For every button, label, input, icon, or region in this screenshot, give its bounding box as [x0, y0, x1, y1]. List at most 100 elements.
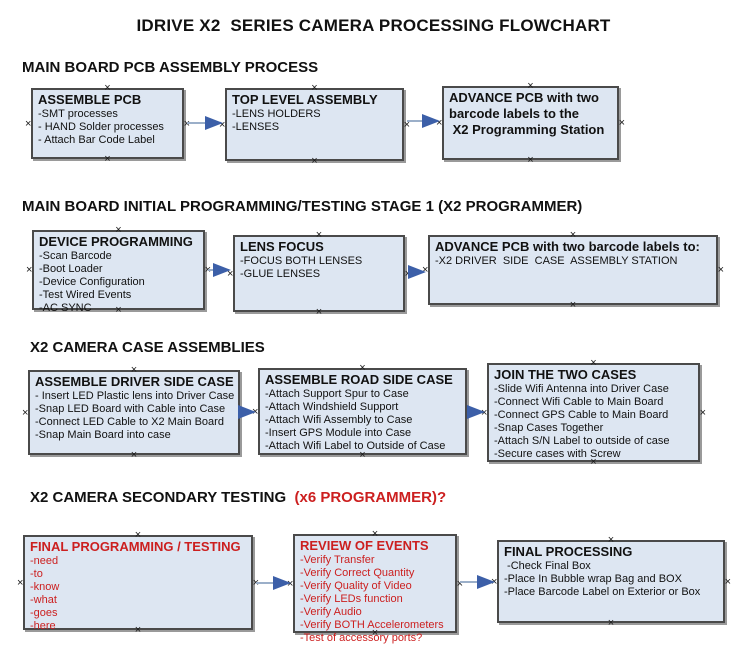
box-item-list: -Verify Transfer-Verify Correct Quantity… — [300, 554, 451, 645]
box-item: -goes — [30, 607, 58, 619]
flow-box-final-processing: FINAL PROCESSING -Check Final Box-Place … — [491, 535, 731, 629]
box-item-list: -Scan Barcode-Boot Loader-Device Configu… — [39, 250, 199, 315]
box-title: ASSEMBLE PCB — [38, 92, 142, 107]
connector-handle-icon: × — [22, 406, 29, 419]
box-item: -Verify Audio — [300, 606, 362, 618]
connector-handle-icon: × — [252, 576, 259, 589]
connector-handle-icon: × — [17, 576, 24, 589]
box-item: -LENS HOLDERS — [232, 108, 321, 120]
box-item: -Snap Main Board into case — [35, 429, 171, 441]
box-title: ADVANCE PCB with two barcode labels to: — [435, 239, 700, 254]
box-item-list: -Attach Support Spur to Case-Attach Wind… — [265, 388, 461, 453]
box-item-list: -LENS HOLDERS-LENSES — [232, 108, 398, 134]
box-title: DEVICE PROGRAMMING — [39, 234, 193, 249]
box-item: -Connect LED Cable to X2 Main Board — [35, 416, 224, 428]
box-item: -here — [30, 620, 56, 632]
box-item-list: -SMT processes- HAND Solder processes- A… — [38, 108, 178, 147]
box-item: -Verify Quality of Video — [300, 580, 412, 592]
flow-box-lens-focus: LENS FOCUS -FOCUS BOTH LENSES-GLUE LENSE… — [227, 230, 411, 318]
flow-box-review-of-events: REVIEW OF EVENTS -Verify Transfer-Verify… — [287, 529, 463, 645]
flow-box-join-the-two-cases: JOIN THE TWO CASES -Slide Wifi Antenna i… — [481, 358, 706, 468]
box-title: LENS FOCUS — [240, 239, 324, 254]
box-item: -what — [30, 594, 57, 606]
box-title: TOP LEVEL ASSEMBLY — [232, 92, 378, 107]
connector-handle-icon: × — [404, 267, 411, 280]
box-item: -Verify Transfer — [300, 554, 375, 566]
box-title: REVIEW OF EVENTS — [300, 538, 429, 553]
box-title: FINAL PROCESSING — [504, 544, 633, 559]
box-item: -Snap Cases Together — [494, 422, 604, 434]
box-item: -Place Barcode Label on Exterior or Box — [504, 586, 701, 598]
box-item: -Place In Bubble wrap Bag and BOX — [504, 573, 682, 585]
connector-handle-icon: × — [130, 364, 138, 376]
connector-handle-icon: × — [699, 406, 706, 419]
flow-box-advance-pcb-driver-side-station: ADVANCE PCB with two barcode labels to: … — [422, 230, 724, 311]
connector-handle-icon: × — [252, 405, 259, 418]
section-heading-suffix: (x6 PROGRAMMER)? — [290, 489, 447, 506]
connector-handle-icon: × — [590, 357, 597, 369]
box-title: ASSEMBLE DRIVER SIDE CASE — [35, 374, 234, 389]
connector-handle-icon: × — [481, 406, 488, 419]
box-item: -Verify LEDs function — [300, 593, 403, 605]
box-item: -Connect GPS Cable to Main Board — [494, 409, 669, 421]
box-item: -Verify BOTH Accelerometers — [300, 619, 444, 631]
connector-handle-icon: × — [607, 617, 615, 629]
box-item: -Secure cases with Screw — [494, 448, 621, 460]
box-item: - HAND Solder processes — [38, 121, 164, 133]
box-title: FINAL PROGRAMMING / TESTING — [30, 539, 241, 554]
connector-handle-icon: × — [287, 577, 294, 590]
connector-handle-icon: × — [422, 264, 429, 276]
box-item: -to — [30, 568, 43, 580]
box-item: -know — [30, 581, 60, 593]
box-item: -GLUE LENSES — [240, 268, 321, 280]
box-item: -Verify Correct Quantity — [300, 567, 415, 579]
section-heading-pcb-assembly: MAIN BOARD PCB ASSEMBLY PROCESS — [22, 59, 318, 76]
box-item: -AC SYNC — [39, 302, 92, 314]
box-item: -Connect Wifi Cable to Main Board — [494, 396, 664, 408]
box-item: -Test of accessory ports? — [300, 632, 423, 644]
connector-handle-icon: × — [219, 118, 226, 131]
flowchart-title: IDRIVE X2 SERIES CAMERA PROCESSING FLOWC… — [136, 16, 611, 35]
flow-box-top-level-assembly: TOP LEVEL ASSEMBLY -LENS HOLDERS-LENSES … — [219, 83, 410, 167]
connector-handle-icon: × — [717, 264, 724, 276]
box-item-list: -X2 DRIVER SIDE CASE ASSEMBLY STATION — [435, 255, 712, 268]
flow-box-device-programming: DEVICE PROGRAMMING -Scan Barcode-Boot Lo… — [26, 225, 211, 316]
flow-box-assemble-driver-side-case: ASSEMBLE DRIVER SIDE CASE - Insert LED P… — [22, 365, 246, 461]
box-item: -X2 DRIVER SIDE CASE ASSEMBLY STATION — [435, 255, 678, 267]
connector-handle-icon: × — [130, 449, 138, 461]
connector-handle-icon: × — [311, 82, 318, 94]
connector-handle-icon: × — [104, 153, 111, 165]
section-heading-text: X2 CAMERA CASE ASSEMBLIES — [30, 339, 265, 356]
box-item: -Attach Wifi Assembly to Case — [265, 414, 413, 426]
connector-handle-icon: × — [26, 264, 33, 276]
flow-box-assemble-road-side-case: ASSEMBLE ROAD SIDE CASE -Attach Support … — [252, 363, 473, 461]
box-item: - Insert LED Plastic lens into Driver Ca… — [35, 390, 235, 402]
section-heading-text: MAIN BOARD INITIAL PROGRAMMING/TESTING S… — [22, 198, 583, 215]
box-item-list: -need-to-know-what-goes-here — [30, 555, 247, 633]
box-title: ADVANCE PCB with two barcode labels to t… — [449, 90, 605, 137]
box-item: -LENSES — [232, 121, 280, 133]
box-item: -Slide Wifi Antenna into Driver Case — [494, 383, 669, 395]
box-item-list: -Slide Wifi Antenna into Driver Case-Con… — [494, 383, 694, 461]
connector-handle-icon: × — [527, 80, 534, 92]
connector-handle-icon: × — [204, 264, 211, 276]
box-item: -Snap LED Board with Cable into Case — [35, 403, 226, 415]
connector-handle-icon: × — [311, 155, 318, 167]
box-item: -Attach S/N Label to outside of case — [494, 435, 670, 447]
connector-handle-icon: × — [134, 529, 142, 541]
connector-handle-icon: × — [227, 267, 234, 280]
connector-handle-icon: × — [491, 575, 498, 588]
box-item: -FOCUS BOTH LENSES — [240, 255, 363, 267]
connector-handle-icon: × — [183, 117, 190, 130]
box-item: -Boot Loader — [39, 263, 103, 275]
box-item: -Attach Windshield Support — [265, 401, 399, 413]
box-item: -need — [30, 555, 59, 567]
connector-handle-icon: × — [724, 575, 731, 588]
box-title: ASSEMBLE ROAD SIDE CASE — [265, 372, 453, 387]
connector-handle-icon: × — [618, 117, 625, 129]
connector-handle-icon: × — [115, 224, 122, 236]
connector-handle-icon: × — [527, 154, 534, 166]
box-item-list: -Check Final Box-Place In Bubble wrap Ba… — [504, 560, 719, 599]
connector-handle-icon: × — [359, 362, 366, 374]
